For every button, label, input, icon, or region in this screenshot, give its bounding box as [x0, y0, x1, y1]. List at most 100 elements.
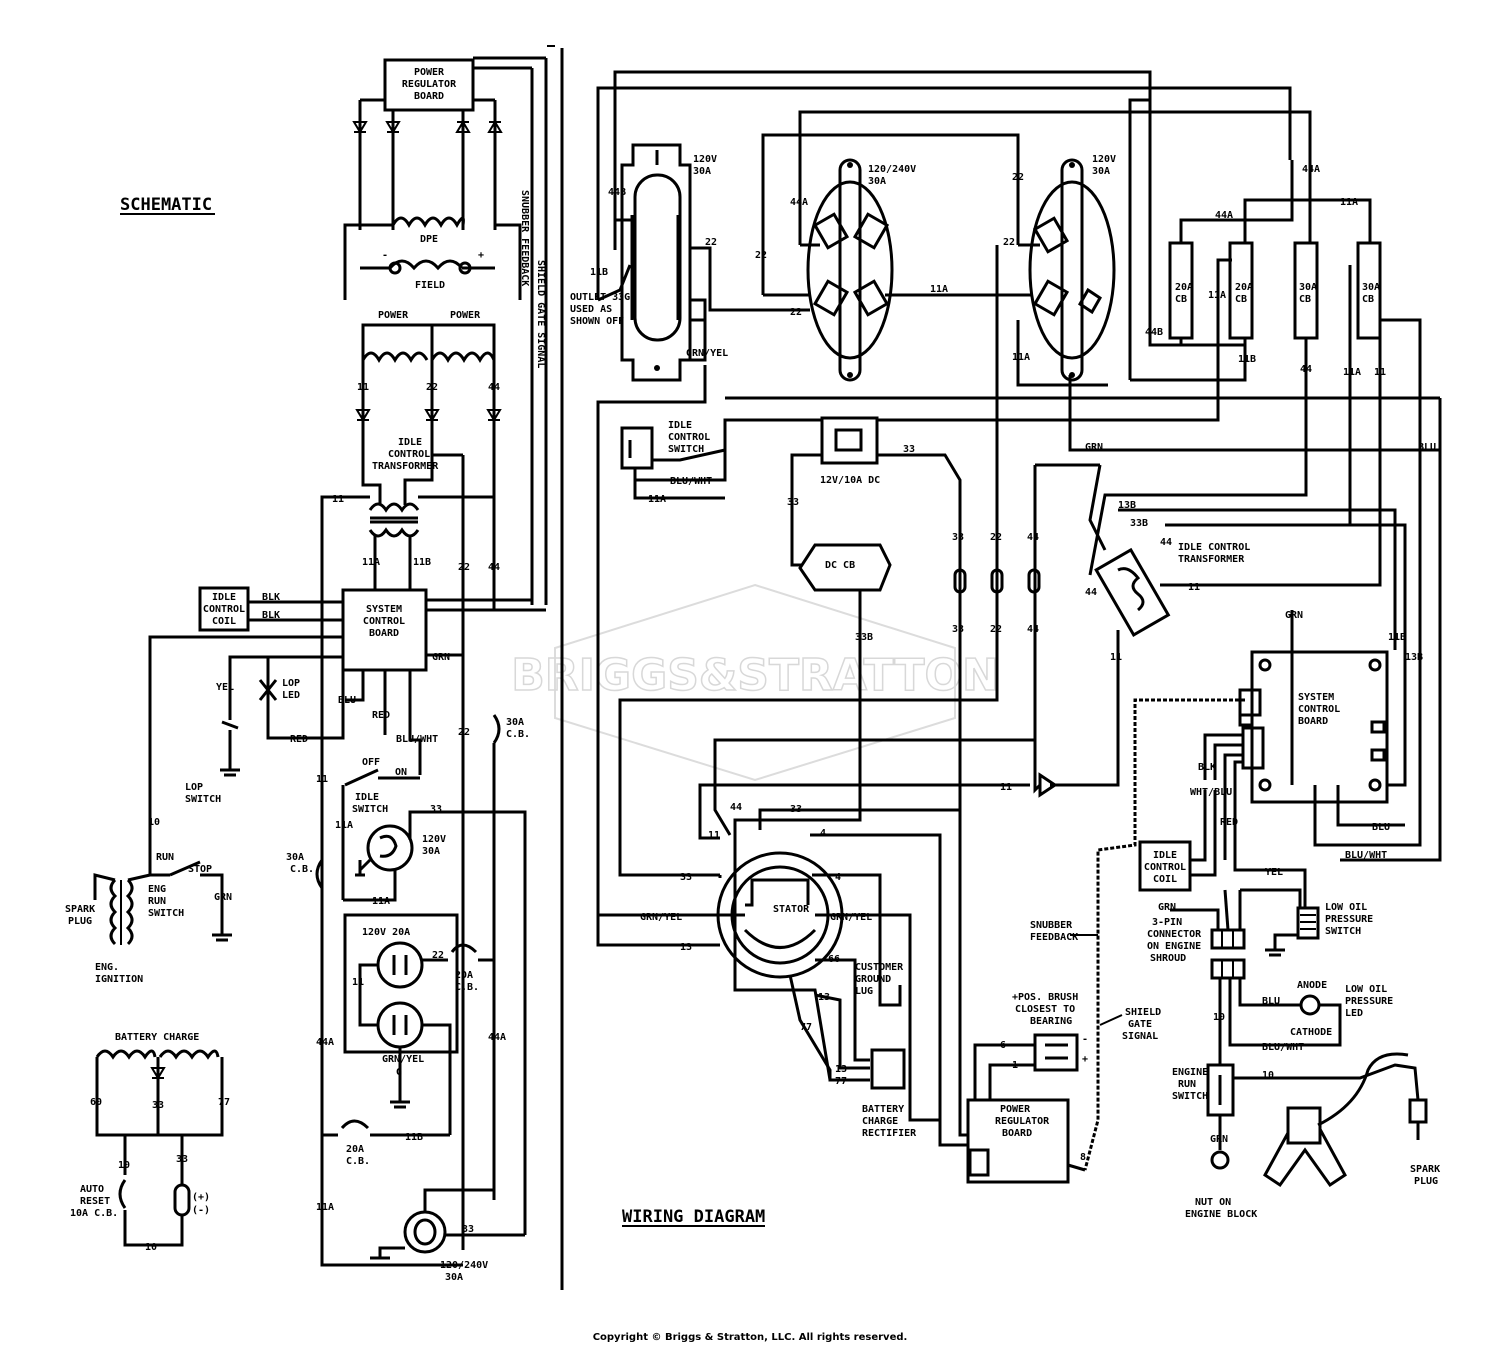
- schem-wire-label: 33: [152, 1100, 164, 1111]
- wd-nut-l2: ENGINE BLOCK: [1185, 1209, 1257, 1220]
- wd-conn-l1: 3-PIN: [1152, 917, 1182, 928]
- wd-wht-blu-label: WHT/BLU: [1190, 787, 1232, 798]
- schem-wire-label: 11B: [405, 1132, 423, 1143]
- schem-cb20-2-l1: 20A: [346, 1144, 364, 1155]
- schem-auto-reset-cb: [118, 1179, 127, 1209]
- schem-120-240-receptacle: [403, 1210, 447, 1254]
- schem-yel: YEL: [216, 682, 234, 693]
- wd-wire-label: 33: [952, 532, 964, 543]
- schem-r120-l2: 30A: [422, 846, 440, 857]
- schem-rectifier-diodes: [352, 98, 503, 230]
- wd-nut-engine-block: [1210, 1150, 1230, 1170]
- wd-dc-cb-label: 12V/10A DC: [820, 475, 880, 486]
- wd-cgl-l1: CUSTOMER: [855, 962, 904, 973]
- wd-idle-control-coil: [1138, 840, 1192, 892]
- schem-wire-label: 22: [432, 950, 444, 961]
- schem-power2-label: POWER: [450, 310, 481, 321]
- schem-eng-l2: RUN: [148, 896, 166, 907]
- wd-wire-label: 44: [1027, 532, 1039, 543]
- wd-wire-label: 13: [835, 1064, 847, 1075]
- wd-prb-l3: BOARD: [1002, 1128, 1032, 1139]
- wd-grn3-label: GRN: [1158, 902, 1176, 913]
- wd-wire-label: 33: [680, 872, 692, 883]
- schem-battery-charge-label: BATTERY CHARGE: [115, 1032, 199, 1043]
- schem-spark-l2: PLUG: [68, 916, 92, 927]
- schem-power1-coil: [361, 351, 429, 364]
- schem-wire-label: 11: [357, 382, 369, 393]
- svg-text:-: -: [1082, 1034, 1088, 1045]
- schem-icc-l2: CONTROL: [203, 604, 245, 615]
- schem-wire-label: 44A: [316, 1037, 334, 1048]
- schem-idle-control-coil: [198, 586, 250, 632]
- wd-wire-label: 22: [755, 250, 767, 261]
- wd-wire-label: 22: [990, 624, 1002, 635]
- wd-wire-label: 33: [790, 804, 802, 815]
- schem-power2-coil: [430, 351, 496, 364]
- schem-field-coil: [388, 259, 464, 271]
- wd-ers-l1: ENGINE: [1172, 1067, 1208, 1078]
- wd-wire-label: 44A: [790, 197, 808, 208]
- wd-wire-label: 13B: [1118, 500, 1136, 511]
- wd-120b-l1: 120V: [1092, 154, 1116, 165]
- wd-grn-label: GRN: [1085, 442, 1103, 453]
- wd-cgl-l2: GROUND: [855, 974, 891, 985]
- wd-lol-l2: PRESSURE: [1345, 996, 1393, 1007]
- schem-r240-l1: 120/240V: [440, 1260, 488, 1271]
- wd-wire-label: 13B: [1405, 652, 1423, 663]
- wd-wire-label: 44: [1160, 537, 1172, 548]
- schem-wire-label: 60: [90, 1097, 102, 1108]
- wd-3pin-connector: [1210, 928, 1246, 980]
- wd-spark-l1: SPARK: [1410, 1164, 1440, 1175]
- wd-grn-yel2: GRN/YEL: [830, 912, 872, 923]
- wd-scb-l1: SYSTEM: [1298, 692, 1334, 703]
- schem-wire-label: 22: [426, 382, 438, 393]
- schem-idle-switch-l2: SWITCH: [352, 804, 388, 815]
- wd-wire-label: 4: [820, 828, 826, 839]
- schem-idle-xfmr-coil: [368, 502, 420, 513]
- wd-anode: ANODE: [1297, 980, 1327, 991]
- schem-cb20-1-l1: 20A: [455, 970, 473, 981]
- wd-snubber-l2: FEEDBACK: [1030, 932, 1078, 943]
- schem-wire-label: 33: [462, 1224, 474, 1235]
- wd-cb1-l1: 20A: [1175, 282, 1193, 293]
- schem-prb-line1: POWER: [414, 67, 445, 78]
- wd-120v30a-l2: 30A: [693, 166, 711, 177]
- schem-wire-label: 77: [218, 1097, 230, 1108]
- schem-prb-line2: REGULATOR: [402, 79, 457, 90]
- wd-wire-label: 11: [1000, 782, 1012, 793]
- wd-grn2-label: GRN: [1285, 610, 1303, 621]
- wd-note-l3: SHOWN OFF: [570, 316, 624, 327]
- copyright-notice: Copyright © Briggs & Stratton, LLC. All …: [592, 1332, 908, 1343]
- wd-wire-label: 22: [705, 237, 717, 248]
- wd-stator-label: STATOR: [773, 904, 810, 915]
- wd-cgl-l3: LUG: [855, 986, 873, 997]
- schem-blk1: BLK: [262, 592, 280, 603]
- wd-wire-label: 13: [680, 942, 692, 953]
- schem-minus: (-): [192, 1205, 210, 1216]
- schem-wire-label: 11: [352, 977, 364, 988]
- schem-snubber-label: SNUBBER FEEDBACK: [519, 190, 530, 286]
- watermark-text: BRIGGS&STRATTON: [511, 650, 999, 701]
- schem-wire-label: 44: [488, 562, 500, 573]
- wd-brush-l2: CLOSEST TO: [1015, 1004, 1075, 1015]
- wd-wire-label: 77: [835, 1076, 847, 1087]
- svg-text:G: G: [396, 1067, 402, 1078]
- schem-cb20-2-l2: C.B.: [346, 1156, 370, 1167]
- wd-wire-label: 22: [1003, 237, 1015, 248]
- schem-wire-label: 11: [316, 774, 328, 785]
- schem-shield-gate-label: SHIELD GATE SIGNAL: [535, 260, 546, 368]
- schem-cb20a-2: [340, 1119, 370, 1130]
- wd-brush-l1: +POS. BRUSH: [1012, 992, 1078, 1003]
- schem-dpe-coil: [391, 216, 465, 229]
- wd-blu2-label: BLU: [1372, 822, 1390, 833]
- wd-bcr-l3: RECTIFIER: [862, 1128, 917, 1139]
- schem-grn2: GRN: [214, 892, 232, 903]
- wd-wire-label: 8: [1080, 1152, 1086, 1163]
- wd-sgs-l1: SHIELD: [1125, 1007, 1161, 1018]
- wd-cb4-l2: CB: [1362, 294, 1374, 305]
- wd-battery-charge-rectifier: [870, 1048, 906, 1090]
- schem-auto-l3: 10A C.B.: [70, 1208, 118, 1219]
- wd-conn-l3: ON ENGINE: [1147, 941, 1201, 952]
- wd-spark-plug: [1408, 1098, 1428, 1140]
